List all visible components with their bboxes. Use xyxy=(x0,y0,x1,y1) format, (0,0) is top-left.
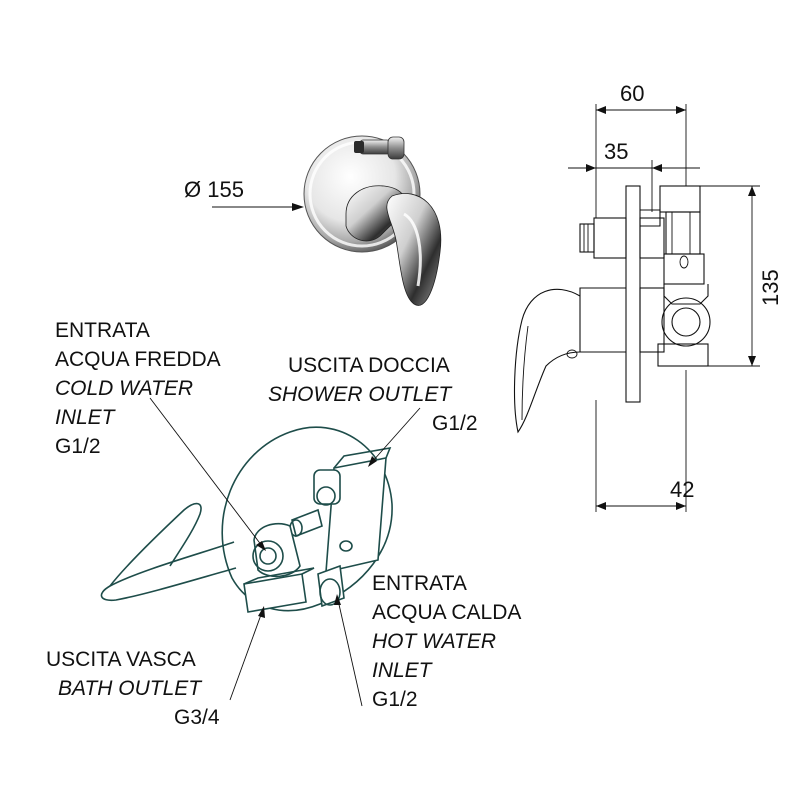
dim-35-label: 35 xyxy=(604,139,628,164)
diameter-label: Ø 155 xyxy=(184,177,244,202)
hot-inlet-line-5: G1/2 xyxy=(372,688,418,711)
bath-outlet-line-3: G3/4 xyxy=(174,706,220,729)
diverter-knob xyxy=(354,136,405,160)
hot-inlet-line-1: ENTRATA xyxy=(372,572,467,595)
bath-outlet-line-2: BATH OUTLET xyxy=(58,677,203,700)
cold-inlet-line-3: COLD WATER xyxy=(55,377,193,400)
shower-outlet-line-2: SHOWER OUTLET xyxy=(268,383,453,406)
cold-inlet-line-2: ACQUA FREDDA xyxy=(55,348,221,371)
dim-42-label: 42 xyxy=(670,477,694,502)
shower-outlet-line-1: USCITA DOCCIA xyxy=(288,354,450,377)
label-bath-outlet: USCITA VASCA BATH OUTLET G3/4 xyxy=(46,606,265,729)
mixer-lever xyxy=(345,185,442,306)
bath-outlet-line-1: USCITA VASCA xyxy=(46,648,196,671)
diameter-callout: Ø 155 xyxy=(184,177,304,211)
hot-inlet-line-2: ACQUA CALDA xyxy=(372,601,521,624)
cold-inlet-line-5: G1/2 xyxy=(55,435,101,458)
shower-outlet-line-3: G1/2 xyxy=(432,412,478,435)
label-shower-outlet: USCITA DOCCIA SHOWER OUTLET G1/2 xyxy=(268,354,478,467)
perspective-view xyxy=(100,426,393,613)
hot-inlet-line-4: INLET xyxy=(372,659,434,682)
dim-60-label: 60 xyxy=(620,81,644,106)
cold-inlet-line-1: ENTRATA xyxy=(55,319,150,342)
cold-inlet-line-4: INLET xyxy=(55,406,117,429)
hot-inlet-line-3: HOT WATER xyxy=(372,630,496,653)
dim-135-label: 135 xyxy=(758,269,783,306)
label-cold-inlet: ENTRATA ACQUA FREDDA COLD WATER INLET G1… xyxy=(55,319,266,551)
product-photo xyxy=(303,135,442,306)
label-hot-inlet: ENTRATA ACQUA CALDA HOT WATER INLET G1/2 xyxy=(334,572,521,711)
side-view: 60 35 135 42 xyxy=(513,81,783,512)
